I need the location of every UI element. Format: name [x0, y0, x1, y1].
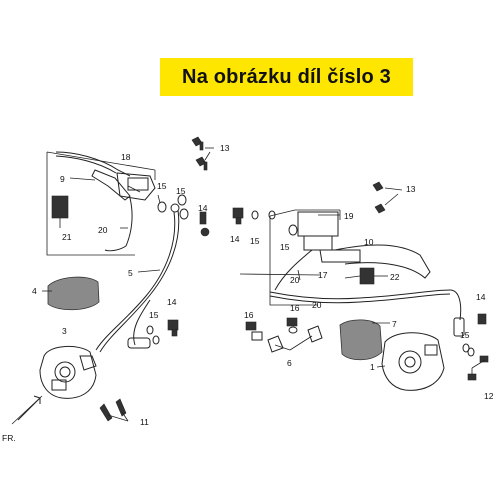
- brake-pad-4: [47, 276, 100, 311]
- label-20: 20: [290, 275, 300, 285]
- banner-text: Na obrázku díl číslo 3: [182, 65, 391, 88]
- highlight-banner: Na obrázku díl číslo 3: [160, 58, 413, 96]
- label-3: 3: [62, 326, 67, 336]
- bolts-13-right: [372, 181, 386, 214]
- label-15: 15: [149, 310, 159, 320]
- label-10: 10: [364, 237, 374, 247]
- label-21: 21: [62, 232, 72, 242]
- label-9: 9: [60, 174, 65, 184]
- right-lever-switch-22: [359, 267, 388, 285]
- label-13: 13: [220, 143, 230, 153]
- label-13: 13: [406, 184, 416, 194]
- part-labels: 18 9 15 15 13 14 21 20 5 4 14 15 3 11 FR…: [2, 143, 494, 443]
- banjo-6: [267, 325, 323, 353]
- brake-hose-right: [269, 289, 465, 337]
- label-7: 7: [392, 319, 397, 329]
- right-master-cylinder: [297, 211, 361, 263]
- left-lever-switch-21: [51, 195, 69, 228]
- bolt-14-left: [199, 211, 210, 237]
- label-18: 18: [121, 152, 131, 162]
- label-14: 14: [230, 234, 240, 244]
- washers-15-right: [251, 210, 298, 236]
- label-fr: FR.: [2, 433, 16, 443]
- label-14: 14: [476, 292, 486, 302]
- label-12: 12: [484, 391, 494, 401]
- label-15: 15: [460, 330, 470, 340]
- label-22: 22: [390, 272, 400, 282]
- right-brake-lever-10: [334, 244, 431, 279]
- label-15: 15: [176, 186, 186, 196]
- bolts-12: [467, 355, 489, 381]
- label-20: 20: [98, 225, 108, 235]
- label-14: 14: [198, 203, 208, 213]
- left-caliper-3: [39, 346, 97, 399]
- label-15: 15: [250, 236, 260, 246]
- left-lever-cable-20: [104, 197, 133, 252]
- brake-pad-7: [339, 319, 383, 361]
- label-4: 4: [32, 286, 37, 296]
- washers-15-left: [157, 194, 189, 220]
- label-15: 15: [280, 242, 290, 252]
- front-direction-arrow: [11, 395, 43, 425]
- label-11: 11: [140, 417, 149, 427]
- label-16: 16: [290, 303, 300, 313]
- label-20: 20: [312, 300, 322, 310]
- fitting-16-right: [286, 317, 298, 334]
- washers-15-lower: [146, 325, 160, 345]
- right-lever-frame: [269, 209, 341, 306]
- fitting-16-left: [245, 321, 263, 341]
- label-1: 1: [370, 362, 375, 372]
- label-19: 19: [344, 211, 354, 221]
- right-lever-cable-20: [274, 249, 313, 291]
- label-5: 5: [128, 268, 133, 278]
- leader-lines: [42, 147, 486, 422]
- washers-15-far-right: [462, 343, 475, 357]
- label-14: 14: [167, 297, 177, 307]
- bolt-14-lower: [167, 319, 179, 337]
- label-16: 16: [244, 310, 254, 320]
- bolts-13-upper: [191, 136, 208, 171]
- label-6: 6: [287, 358, 292, 368]
- bolt-14-right: [232, 207, 244, 225]
- brake-hose-left: [95, 203, 180, 353]
- right-caliper-1: [381, 332, 445, 391]
- label-17: 17: [318, 270, 328, 280]
- label-15: 15: [157, 181, 167, 191]
- caliper-bolts-11: [99, 398, 127, 422]
- left-brake-lever: [55, 151, 156, 201]
- bolt-14-far-right: [477, 313, 487, 325]
